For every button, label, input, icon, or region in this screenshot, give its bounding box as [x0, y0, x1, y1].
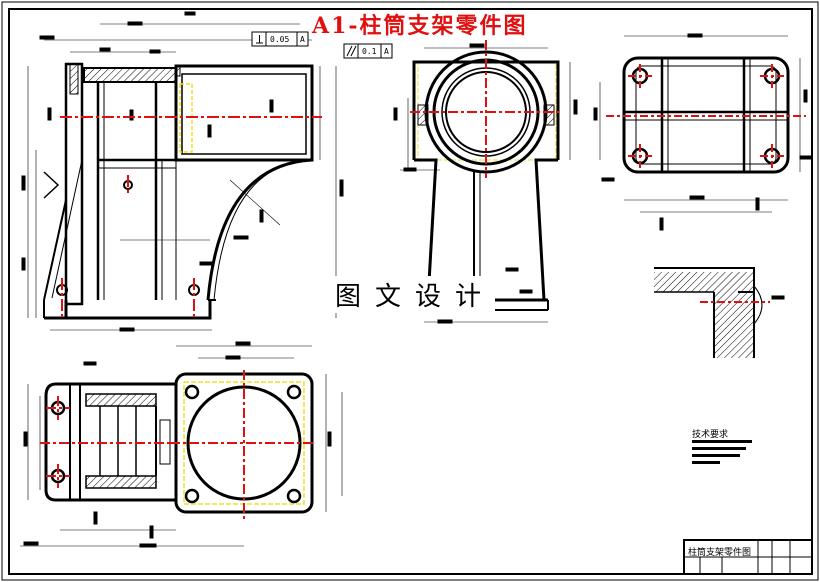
side-view-centerlines — [410, 40, 562, 178]
tolerance-datum-parallelism: A — [384, 47, 389, 56]
top-view-centerlines — [606, 64, 806, 168]
drawing-title: A1-柱筒支架零件图 — [312, 13, 528, 39]
tolerance-frame-perpendicularity — [251, 31, 309, 47]
bottom-view — [20, 341, 343, 548]
detail-view — [654, 267, 785, 358]
front-view — [21, 11, 344, 332]
title-block — [683, 539, 813, 575]
tech-requirements-lines — [692, 440, 752, 464]
sheet-inner-border — [8, 8, 813, 575]
tech-requirements-title: 技术要求 — [692, 430, 729, 440]
tolerance-value-parallelism: 0.1 — [362, 47, 377, 56]
watermark-text: 图文设计 — [335, 276, 496, 313]
tolerance-frame-parallelism — [343, 43, 393, 59]
tolerance-value-perpendicularity: 0.05 — [270, 35, 290, 44]
bottom-view-centerlines — [40, 370, 316, 520]
tolerance-datum-perpendicularity: A — [300, 35, 305, 44]
title-block-name: 柱筒支架零件图 — [688, 548, 752, 558]
top-view — [593, 33, 813, 231]
front-view-centerlines — [60, 116, 322, 320]
